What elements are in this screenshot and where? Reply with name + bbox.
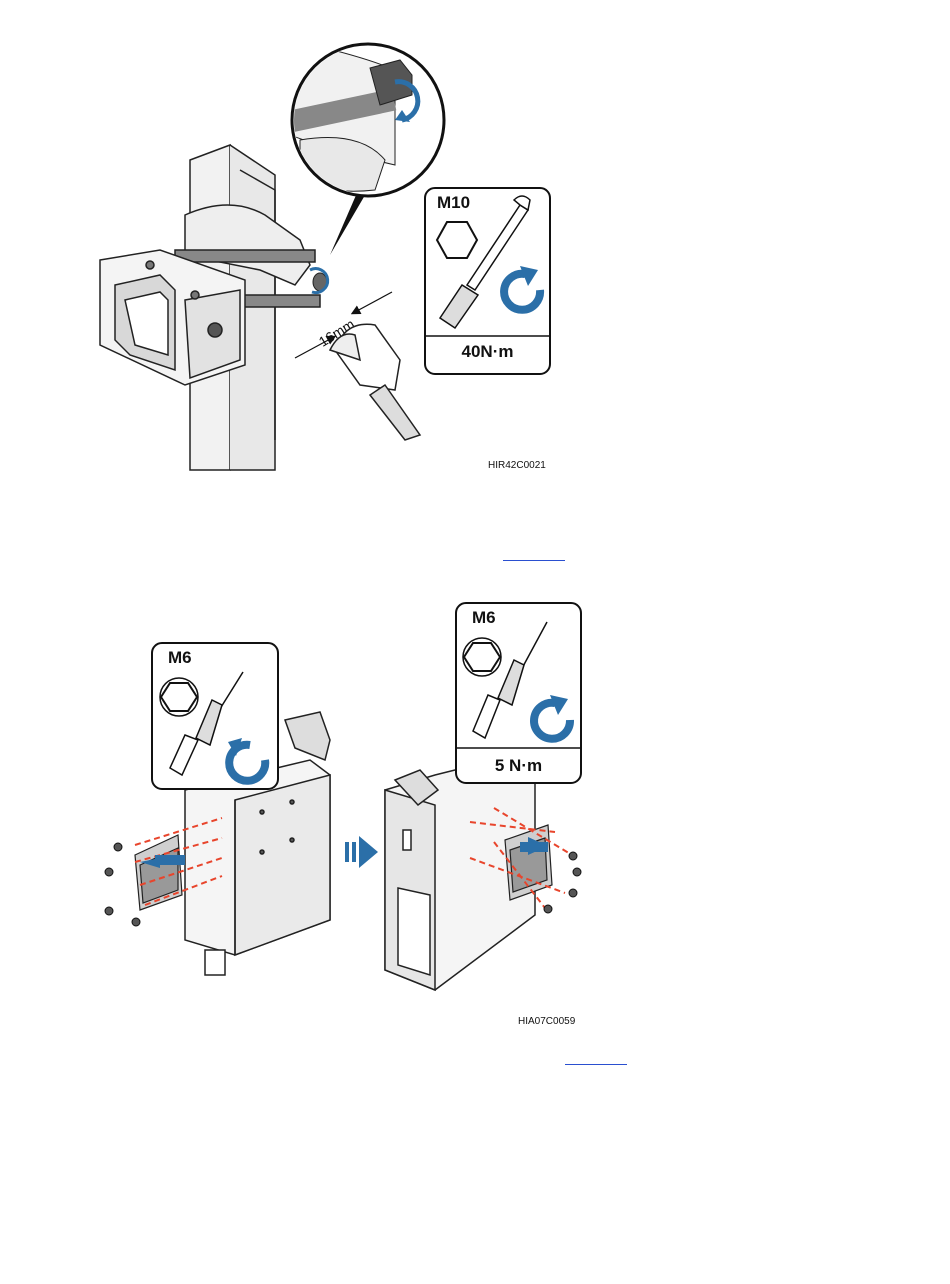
bolt-size-label-m6-right: M6: [472, 608, 496, 628]
hex-bolt-icon: [161, 683, 197, 711]
torque-label-40: 40N·m: [425, 342, 550, 362]
bolt-size-label-m6-left: M6: [168, 648, 192, 668]
figure-id-2: HIA07C0059: [518, 1016, 575, 1027]
hex-bolt-icon: [437, 222, 477, 258]
figure-1-pole-mount: 16mm: [100, 40, 550, 470]
figure-2-right-module: [385, 603, 581, 990]
figure-2-left-module: [105, 643, 330, 975]
hand-with-wrench: [330, 324, 420, 440]
hex-bolt-icon: [464, 643, 500, 671]
link-underline-1[interactable]: [503, 560, 565, 561]
right-arrow-icon: [345, 836, 378, 868]
torque-label-5: 5 N·m: [456, 756, 581, 776]
zoom-detail: [284, 40, 444, 196]
nut: [310, 269, 328, 293]
heatsink-plate-left: [135, 835, 182, 910]
bolt-size-label-m10: M10: [437, 193, 470, 213]
figure-id-1: HIR42C0021: [488, 460, 546, 471]
link-underline-2[interactable]: [565, 1064, 627, 1065]
